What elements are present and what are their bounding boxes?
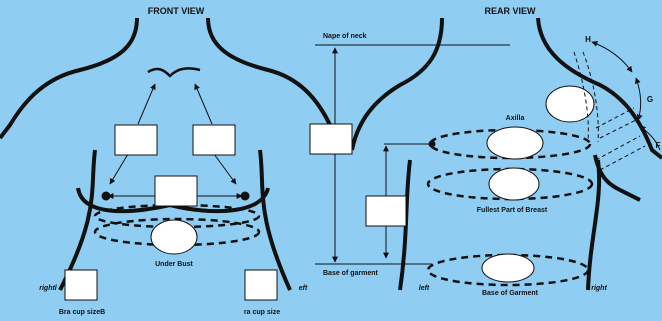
- shoulder-oval[interactable]: [545, 85, 595, 123]
- letter-f: F: [656, 141, 661, 150]
- shoulder-dash-inner: [573, 51, 589, 143]
- rear-torso-right: [586, 159, 602, 291]
- measure-f-arrow: [639, 125, 661, 151]
- rear-body-left: [350, 17, 444, 151]
- axilla-band: [428, 128, 592, 160]
- front-arrow-collar-right: [194, 83, 213, 125]
- front-arm-right: [258, 149, 292, 291]
- front-side-right-label: eft: [299, 285, 308, 292]
- measure-g-arrow: [634, 77, 643, 121]
- letter-h: H: [585, 35, 591, 44]
- front-input-box-right[interactable]: [192, 124, 236, 156]
- front-arrow-collar-left: [137, 83, 156, 125]
- front-view-title: FRONT VIEW: [148, 6, 205, 16]
- front-body-left: [0, 17, 139, 140]
- cup-size-box-left[interactable]: [64, 269, 98, 301]
- front-underbust-oval[interactable]: [150, 219, 198, 255]
- front-body-right: [206, 17, 342, 140]
- rear-arm-right: [593, 154, 641, 202]
- arm-dash-upper: [595, 107, 641, 139]
- front-side-left-label: rightl: [39, 285, 58, 292]
- fullest-label: Fullest Part of Breast: [477, 207, 548, 214]
- collarbone: [147, 67, 201, 78]
- letter-g: G: [647, 95, 653, 104]
- front-input-box-left[interactable]: [114, 124, 158, 156]
- base-garment-band: [426, 253, 590, 287]
- rear-view: REAR VIEW Nap: [309, 6, 662, 297]
- front-arrow-to-right-point: [213, 153, 237, 185]
- base-of-garment-label: Base of garment: [323, 270, 379, 277]
- front-input-box-center[interactable]: [154, 175, 198, 207]
- front-view: FRONT VIEW Under Bust rightl eft: [0, 6, 342, 316]
- axilla-label: Axilla: [506, 115, 525, 122]
- under-bust-label: Under Bust: [155, 261, 193, 268]
- rear-side-right-label: right: [591, 285, 607, 292]
- rear-side-left-label: left: [419, 285, 430, 292]
- base-garment-oval[interactable]: [481, 253, 535, 283]
- axilla-to-base-box[interactable]: [365, 195, 407, 227]
- cup-size-label-left: Bra cup sizeB: [59, 309, 105, 316]
- front-bust-point-right: [240, 191, 250, 201]
- base-garment-label: Base of Garment: [482, 290, 539, 297]
- front-arrow-to-left-point: [109, 153, 129, 185]
- axilla-point: [428, 140, 436, 148]
- arm-dash-lower: [595, 135, 646, 171]
- rear-body-right: [536, 17, 662, 160]
- fullest-oval[interactable]: [488, 167, 540, 201]
- nape-label: Nape of neck: [323, 33, 367, 40]
- axilla-oval[interactable]: [486, 126, 544, 160]
- shoulder-dash-outer: [582, 51, 599, 143]
- rear-view-title: REAR VIEW: [484, 6, 536, 16]
- cup-size-label-right: ra cup size: [244, 309, 280, 316]
- cup-size-box-right[interactable]: [244, 269, 278, 301]
- front-bust-point-left: [101, 191, 111, 201]
- measure-h-arrow: [591, 41, 633, 73]
- front-arm-left: [58, 149, 97, 291]
- nape-to-base-box[interactable]: [309, 123, 353, 155]
